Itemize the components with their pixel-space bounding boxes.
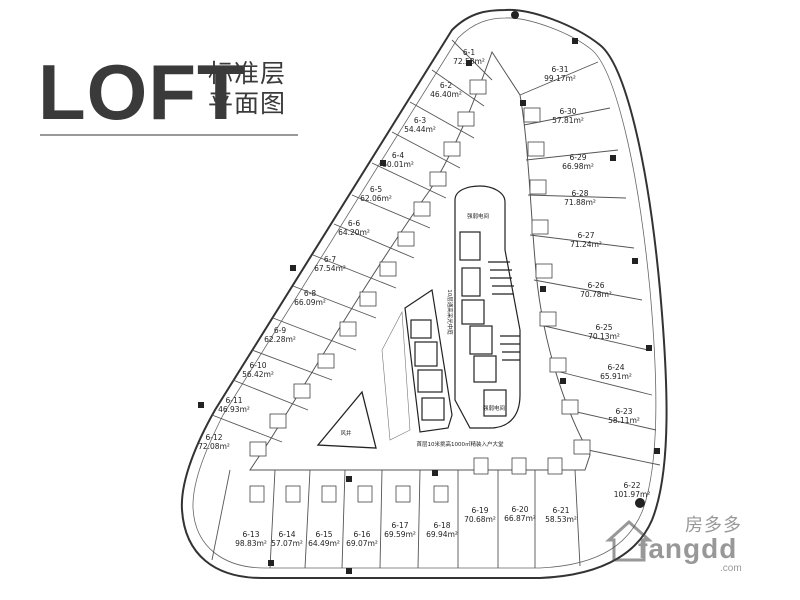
page-subtitle-line2: 平面图 (208, 89, 287, 118)
bathroom-boxes (249, 79, 591, 503)
page-subtitle-line1: 标准层 (208, 59, 287, 88)
unit-area: 71.24m² (570, 240, 602, 249)
unit-number: 6-27 (577, 231, 594, 240)
unit-area: 54.44m² (404, 125, 436, 134)
unit-area: 72.08m² (198, 442, 230, 451)
utility-room-a: 强弱电间 (467, 212, 489, 220)
unit-number: 6-30 (559, 107, 576, 116)
unit-area: 62.06m² (360, 194, 392, 203)
atrium-void (381, 310, 411, 441)
unit-area: 72.58m² (453, 57, 485, 66)
watermark-cn: 房多多 (685, 515, 742, 536)
unit-number: 6-22 (623, 481, 640, 490)
unit-number: 6-6 (348, 219, 360, 228)
unit-number: 6-25 (595, 323, 612, 332)
unit-number: 6-23 (615, 407, 632, 416)
unit-number: 6-9 (274, 326, 286, 335)
unit-number: 6-8 (304, 289, 316, 298)
atrium-shaft-label: 10层通高采光中庭 (446, 289, 454, 335)
structural-columns (198, 11, 660, 574)
unit-labels: 6-172.58m² 6-246.40m² 6-354.44m² 6-460.01m²… (198, 48, 650, 548)
unit-number: 6-2 (440, 81, 452, 90)
unit-number: 6-10 (249, 361, 266, 370)
unit-area: 60.01m² (382, 160, 414, 169)
utility-room-b: 强弱电间 (483, 404, 505, 412)
unit-area: 70.78m² (580, 290, 612, 299)
unit-number: 6-17 (391, 521, 408, 530)
unit-area: 58.53m² (545, 515, 577, 524)
page-title: LOFT (38, 48, 246, 136)
unit-area: 101.97m² (614, 490, 651, 499)
unit-number: 6-18 (433, 521, 450, 530)
unit-area: 58.11m² (608, 416, 640, 425)
unit-number: 6-15 (315, 530, 332, 539)
unit-area: 57.07m² (271, 539, 303, 548)
unit-area: 65.91m² (600, 372, 632, 381)
unit-number: 6-5 (370, 185, 382, 194)
unit-partitions-bottom (211, 469, 581, 569)
building-outline (180, 8, 668, 579)
unit-area: 46.40m² (430, 90, 462, 99)
core-left (404, 288, 453, 433)
lobby-note: 首层10米挑高1000㎡精装入户大堂 (417, 440, 504, 448)
unit-number: 6-20 (511, 505, 528, 514)
unit-area: 66.09m² (294, 298, 326, 307)
unit-number: 6-29 (569, 153, 586, 162)
unit-number: 6-28 (571, 189, 588, 198)
watermark-en: fangdd (638, 533, 738, 564)
unit-area: 66.87m² (504, 514, 536, 523)
air-shaft-label: 风井 (340, 429, 352, 437)
unit-area: 69.94m² (426, 530, 458, 539)
unit-area: 98.83m² (235, 539, 267, 548)
unit-area: 67.54m² (314, 264, 346, 273)
unit-number: 6-1 (463, 48, 475, 57)
unit-number: 6-21 (552, 506, 569, 515)
unit-number: 6-3 (414, 116, 426, 125)
title-underline (40, 134, 298, 136)
unit-number: 6-11 (225, 396, 242, 405)
watermark: 房多多 fangdd .com (600, 505, 780, 585)
unit-area: 64.20m² (338, 228, 370, 237)
unit-area: 66.98m² (562, 162, 594, 171)
unit-number: 6-26 (587, 281, 604, 290)
unit-number: 6-12 (205, 433, 222, 442)
unit-area: 56.42m² (242, 370, 274, 379)
unit-number: 6-14 (278, 530, 295, 539)
unit-number: 6-4 (392, 151, 404, 160)
unit-area: 71.88m² (564, 198, 596, 207)
unit-partitions-left (211, 39, 493, 443)
unit-number: 6-7 (324, 255, 336, 264)
unit-area: 99.17m² (544, 74, 576, 83)
unit-number: 6-24 (607, 363, 624, 372)
title-block: LOFT 标准层 平面图 (38, 52, 308, 142)
unit-number: 6-19 (471, 506, 488, 515)
air-shaft (316, 390, 377, 449)
unit-number: 6-16 (353, 530, 370, 539)
house-logo-icon (605, 519, 653, 562)
unit-area: 70.13m² (588, 332, 620, 341)
unit-area: 69.59m² (384, 530, 416, 539)
unit-area: 70.68m² (464, 515, 496, 524)
building-inner-outline (192, 17, 657, 569)
unit-area: 57.81m² (552, 116, 584, 125)
unit-number: 6-13 (242, 530, 259, 539)
core-right (454, 185, 521, 429)
unit-area: 64.49m² (308, 539, 340, 548)
unit-area: 69.07m² (346, 539, 378, 548)
watermark-com: .com (720, 563, 742, 574)
unit-number: 6-31 (551, 65, 568, 74)
unit-area: 62.28m² (264, 335, 296, 344)
unit-area: 46.93m² (218, 405, 250, 414)
